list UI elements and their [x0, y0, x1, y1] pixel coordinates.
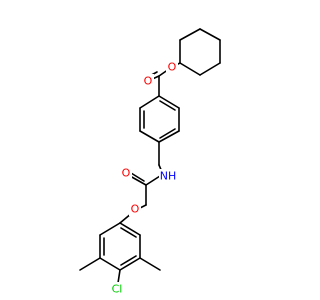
aryl-ring-double-inner	[120, 255, 137, 266]
amide-carbonyl-oxygen-label: O	[122, 167, 131, 180]
amide-carbonyl-oxygen: O	[120, 166, 132, 180]
bond-layer	[79, 28, 221, 284]
aryl-ring-bond	[99, 222, 121, 236]
benzoate-ring-double-inner	[159, 128, 176, 139]
ester-oxygen: O	[166, 60, 178, 74]
benzoate-ring-bond	[139, 95, 160, 109]
structure-drawing: O O NH O O Cl	[79, 28, 221, 296]
cyclohexyl-bond	[199, 62, 221, 76]
ester-oxygen-label: O	[168, 61, 177, 74]
amide-nitrogen: NH	[159, 169, 177, 183]
amide-carbonyl-double-bond	[129, 175, 147, 186]
aryl-ring-bond	[119, 222, 141, 236]
chlorine-atom: Cl	[108, 282, 126, 296]
molecule-canvas: O O NH O O Cl	[79, 28, 221, 296]
cyclohexyl-bond	[179, 28, 201, 41]
cyclohexyl-bond	[199, 28, 221, 41]
methyl-left-bond	[79, 257, 101, 271]
ester-carbonyl-oxygen-label: O	[144, 75, 153, 88]
ether-oxygen: O	[129, 202, 141, 216]
nh-amide-carbon-bond	[145, 175, 161, 186]
ester-carbonyl-oxygen: O	[142, 74, 154, 88]
benzoate-ring-double-inner	[159, 100, 176, 111]
amide-carbonyl-double-bond-inner	[130, 172, 145, 182]
aryl-ring-bond	[119, 257, 141, 271]
aryl-ring-bond	[99, 257, 121, 271]
cyclohexyl-bond	[179, 62, 201, 76]
benzoate-ring-bond	[139, 130, 160, 143]
benzoate-ring-bond	[158, 130, 180, 143]
benzoate-ring-bond	[158, 95, 180, 109]
aryl-ring-double-inner	[120, 227, 137, 238]
methyl-right-bond	[139, 257, 161, 271]
amide-nitrogen-label: NH	[160, 170, 177, 183]
chlorine-label: Cl	[112, 283, 123, 296]
atom-label-layer: O O NH O O Cl	[108, 60, 178, 296]
ether-oxygen-label: O	[131, 203, 140, 216]
aryl-chlorine-bond	[117, 269, 121, 284]
